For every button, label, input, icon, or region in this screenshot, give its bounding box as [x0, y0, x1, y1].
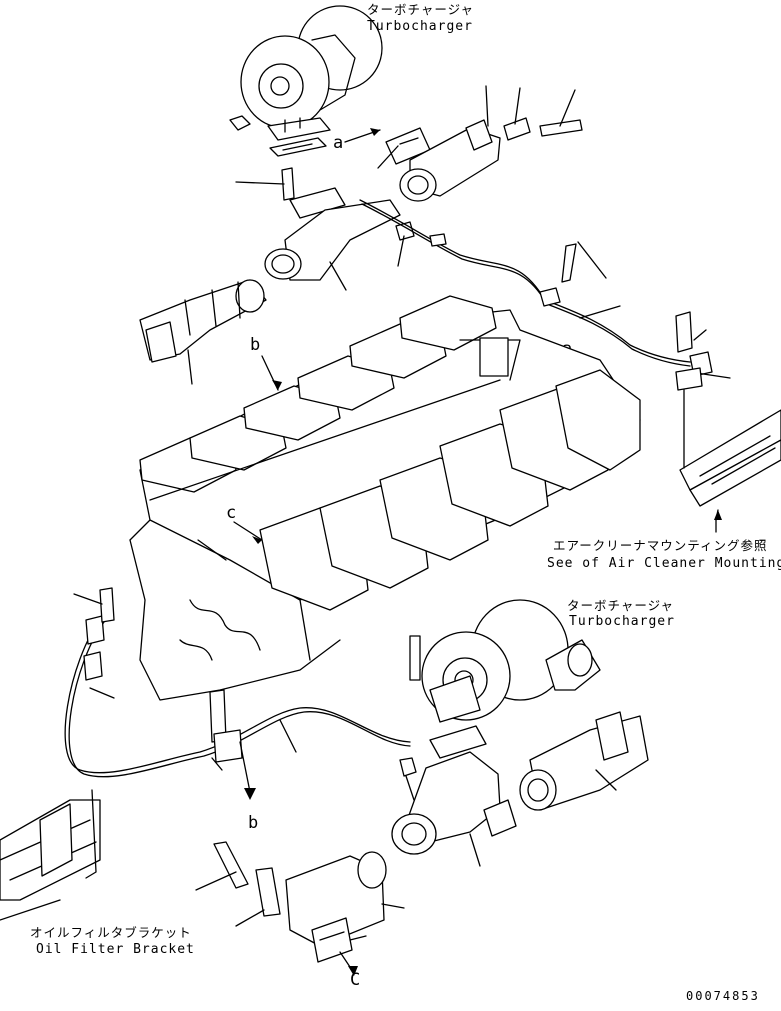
turbocharger-top-label-en: Turbocharger [367, 19, 473, 34]
drawing-number: 00074853 [686, 989, 760, 1003]
oil-filter-label-en: Oil Filter Bracket [36, 942, 195, 957]
ref-b-bottom: b [248, 813, 258, 833]
reference-a-top: a [333, 128, 381, 153]
bottom-exhaust-outlet [285, 851, 405, 976]
turbocharger-bottom-label-jp: ターボチャージャ [567, 598, 674, 613]
ref-c-bottom: C [350, 970, 360, 990]
ref-c-block: c [226, 503, 236, 523]
turbocharger-bottom-label-en: Turbocharger [569, 614, 675, 629]
top-center-manifold [264, 187, 415, 291]
top-sensor-harness [359, 199, 731, 391]
ref-b-top: b [250, 335, 260, 355]
bottom-right-manifold [391, 711, 649, 867]
top-turbocharger [229, 5, 383, 141]
oil-filter-label-jp: オイルフィルタブラケット [30, 925, 192, 940]
ref-a-top: a [333, 133, 343, 153]
air-cleaner-label-en: See of Air Cleaner Mounting [547, 556, 781, 571]
engine-block: c [129, 295, 641, 701]
left-top-manifold [139, 279, 267, 385]
top-gasket-and-stud [235, 137, 327, 201]
bottom-small-parts [195, 841, 281, 927]
air-cleaner-bracket [679, 389, 781, 533]
bottom-turbocharger [409, 599, 601, 723]
oil-filter-bracket [0, 789, 101, 921]
reference-b-top: b [250, 335, 282, 391]
turbocharger-top-label-jp: ターボチャージャ [367, 2, 474, 17]
bottom-sensor-harness [64, 587, 411, 800]
top-right-manifold [377, 85, 583, 202]
air-cleaner-label-jp: エアークリーナマウンティング参照 [553, 538, 768, 553]
